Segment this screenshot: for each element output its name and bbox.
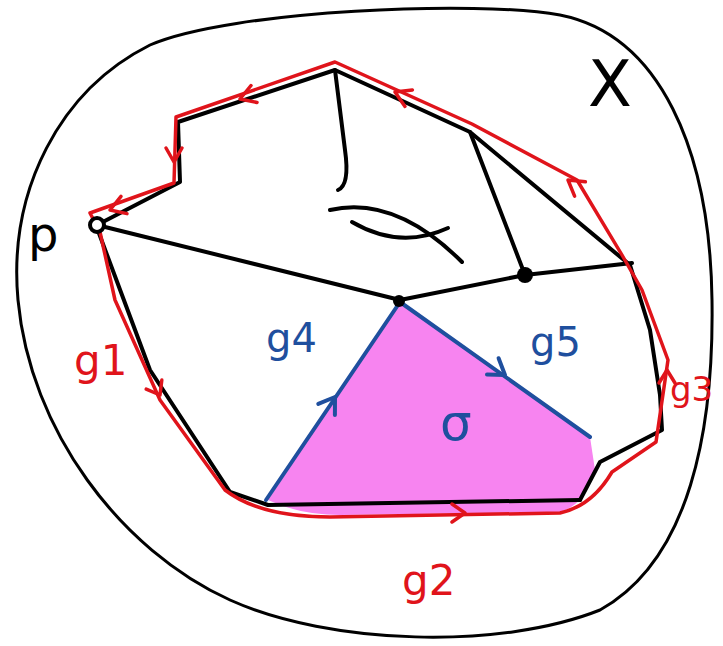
basepoint-label: p <box>28 210 58 258</box>
loop-label: g1 <box>74 340 127 382</box>
space-name: X <box>588 52 632 116</box>
edge-label: g5 <box>530 322 581 362</box>
loop-label: g2 <box>402 560 455 602</box>
loop-label: g3 <box>670 372 713 406</box>
edge-label: g4 <box>266 318 317 358</box>
face-label: σ <box>440 398 472 448</box>
